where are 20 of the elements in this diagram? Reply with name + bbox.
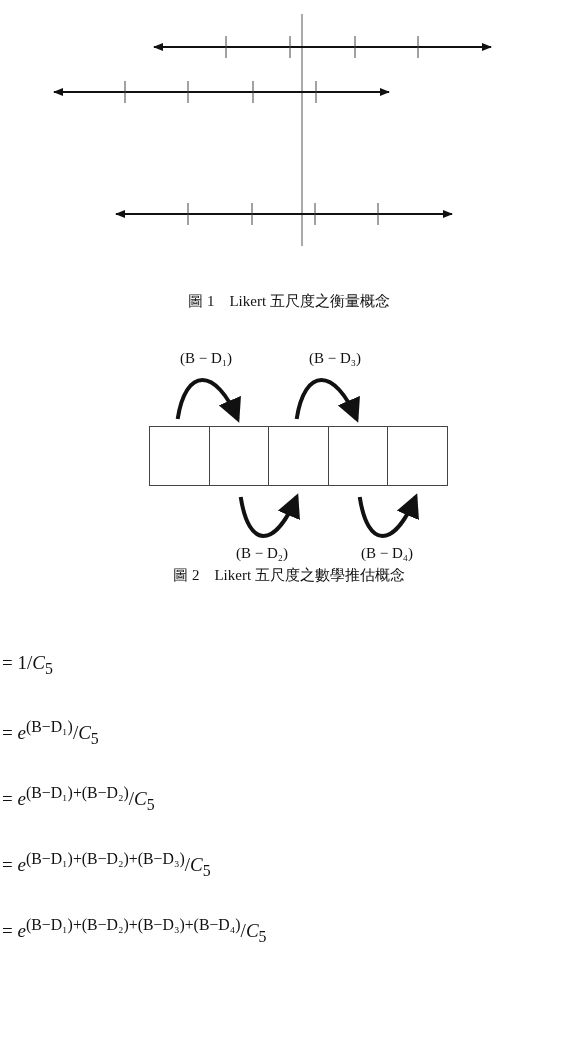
curved-arrow — [294, 378, 359, 423]
equation: = e$^{(B−D₁)+(B−D₂)+(B−D₃)+(B−D₄)}$/C$_{5}$ — [2, 916, 267, 947]
scale-box — [387, 426, 448, 486]
scale-box — [149, 426, 210, 486]
figure-caption: 圖 2 Likert 五尺度之數學推估概念 — [172, 566, 406, 585]
edge-label: (B − D₂) — [236, 545, 289, 562]
curved-arrow — [357, 493, 419, 538]
equation: = e$^{(B−D₁)+(B−D₂)+(B−D₃)}$/C$_{5}$ — [2, 850, 211, 881]
equation: = e$^{(B−D₁)}$/C$_{5}$ — [2, 718, 99, 749]
equation: = 1/C$_{5}$ — [2, 652, 53, 678]
edge-label: (B − D₄) — [361, 545, 414, 562]
equation: = e$^{(B−D₁)+(B−D₂)}$/C$_{5}$ — [2, 784, 155, 815]
curved-arrow — [175, 378, 240, 423]
edge-label: (B − D₁) — [180, 350, 233, 367]
scale-box — [268, 426, 329, 486]
figure-caption: 圖 1 Likert 五尺度之衡量概念 — [187, 292, 391, 311]
scale-box — [209, 426, 270, 486]
edge-label: (B − D₃) — [309, 350, 362, 367]
scale-box — [328, 426, 389, 486]
curved-arrow — [238, 493, 300, 538]
